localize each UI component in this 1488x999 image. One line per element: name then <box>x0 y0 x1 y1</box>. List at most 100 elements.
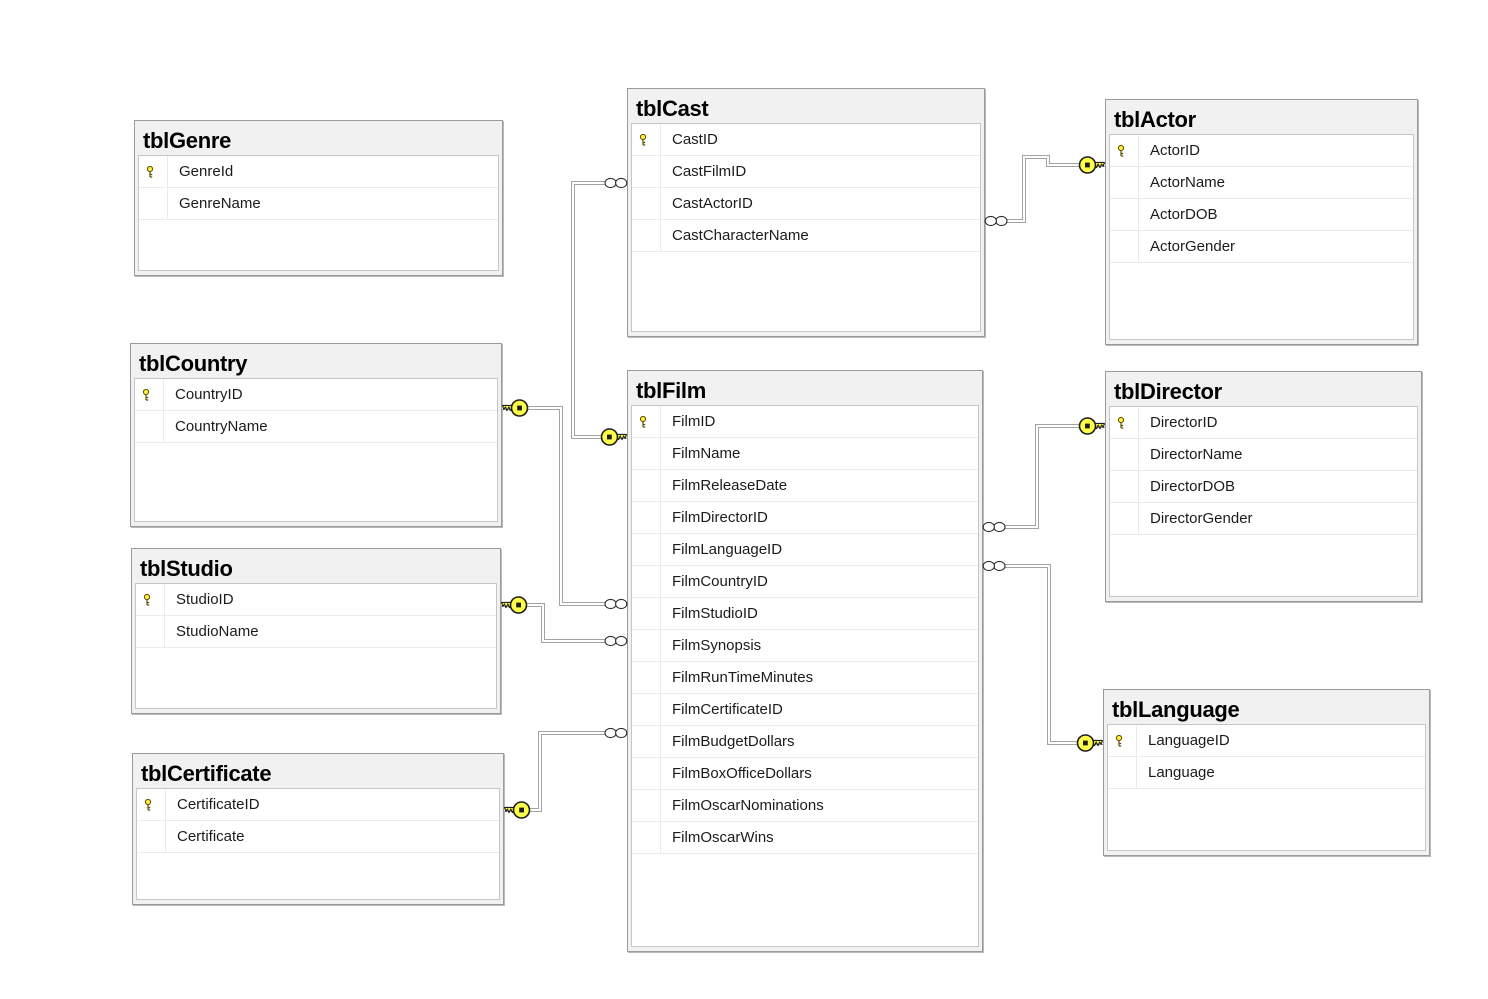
field-row[interactable]: DirectorID <box>1110 407 1417 439</box>
relationship-film-cast[interactable] <box>571 177 628 446</box>
field-row[interactable]: DirectorName <box>1110 439 1417 471</box>
field-name: DirectorID <box>1150 414 1218 431</box>
table-fields: LanguageID Language <box>1107 724 1426 851</box>
field-row[interactable]: CountryID <box>135 379 497 411</box>
relationship-certificate-film[interactable] <box>503 727 628 819</box>
field-row[interactable]: FilmRunTimeMinutes <box>632 662 978 694</box>
field-row[interactable]: StudioID <box>136 584 496 616</box>
table-tblStudio[interactable]: tblStudio StudioID StudioName <box>131 548 501 714</box>
field-name: CastFilmID <box>672 163 747 180</box>
field-name: DirectorDOB <box>1150 478 1236 495</box>
field-row[interactable]: CastID <box>632 124 980 156</box>
table-title[interactable]: tblFilm <box>636 378 707 403</box>
pk-cell <box>1110 199 1139 230</box>
table-tblFilm[interactable]: tblFilm FilmID FilmName FilmReleaseDate … <box>627 370 983 952</box>
key-icon[interactable] <box>503 801 531 819</box>
table-tblCertificate[interactable]: tblCertificate CertificateID Certificate <box>132 753 504 905</box>
primary-key-icon <box>143 593 151 606</box>
many-infinity-icon[interactable] <box>604 727 628 739</box>
key-icon[interactable] <box>600 428 628 446</box>
many-infinity-icon[interactable] <box>982 560 1006 572</box>
table-tblGenre[interactable]: tblGenre GenreId GenreName <box>134 120 503 276</box>
field-name: ActorDOB <box>1150 206 1218 223</box>
pk-cell <box>135 411 164 442</box>
field-row[interactable]: DirectorDOB <box>1110 471 1417 503</box>
table-tblCast[interactable]: tblCast CastID CastFilmID CastActorID Ca… <box>627 88 985 337</box>
many-infinity-icon[interactable] <box>984 215 1008 227</box>
field-row[interactable]: LanguageID <box>1108 725 1425 757</box>
field-row[interactable]: FilmStudioID <box>632 598 978 630</box>
field-row[interactable]: CastActorID <box>632 188 980 220</box>
field-row[interactable]: FilmLanguageID <box>632 534 978 566</box>
field-name: DirectorName <box>1150 446 1243 463</box>
table-title[interactable]: tblLanguage <box>1112 697 1240 722</box>
many-infinity-icon[interactable] <box>982 521 1006 533</box>
pk-cell <box>632 470 661 501</box>
key-icon[interactable] <box>500 596 528 614</box>
field-row[interactable]: StudioName <box>136 616 496 648</box>
field-name: FilmOscarNominations <box>672 797 824 814</box>
field-row[interactable]: FilmOscarNominations <box>632 790 978 822</box>
primary-key-icon <box>1117 416 1125 429</box>
field-row[interactable]: Language <box>1108 757 1425 789</box>
table-title[interactable]: tblStudio <box>140 556 233 581</box>
field-row[interactable]: ActorName <box>1110 167 1413 199</box>
relationship-country-film[interactable] <box>501 399 628 610</box>
table-title[interactable]: tblCertificate <box>141 761 272 786</box>
table-title[interactable]: tblCast <box>636 96 709 121</box>
table-tblCountry[interactable]: tblCountry CountryID CountryName <box>130 343 502 527</box>
pk-cell <box>137 821 166 852</box>
many-infinity-icon[interactable] <box>604 177 628 189</box>
many-infinity-icon[interactable] <box>604 598 628 610</box>
field-row[interactable]: GenreId <box>139 156 498 188</box>
field-row[interactable]: ActorID <box>1110 135 1413 167</box>
relationship-actor-cast[interactable] <box>984 155 1106 227</box>
table-title[interactable]: tblDirector <box>1114 379 1222 404</box>
key-icon[interactable] <box>501 399 529 417</box>
field-row[interactable]: FilmID <box>632 406 978 438</box>
field-row[interactable]: FilmReleaseDate <box>632 470 978 502</box>
field-name: FilmBoxOfficeDollars <box>672 765 812 782</box>
many-infinity-icon[interactable] <box>604 635 628 647</box>
field-row[interactable]: GenreName <box>139 188 498 220</box>
pk-cell <box>632 534 661 565</box>
field-row[interactable]: CastCharacterName <box>632 220 980 252</box>
field-row[interactable]: CertificateID <box>137 789 499 821</box>
key-icon[interactable] <box>1078 156 1106 174</box>
field-row[interactable]: FilmCertificateID <box>632 694 978 726</box>
field-name: CountryName <box>175 418 268 435</box>
field-row[interactable]: ActorGender <box>1110 231 1413 263</box>
table-title[interactable]: tblActor <box>1114 107 1196 132</box>
field-row[interactable]: FilmOscarWins <box>632 822 978 854</box>
field-row[interactable]: FilmName <box>632 438 978 470</box>
table-title[interactable]: tblCountry <box>139 351 248 376</box>
key-icon[interactable] <box>1076 734 1104 752</box>
field-row[interactable]: DirectorGender <box>1110 503 1417 535</box>
key-icon[interactable] <box>1078 417 1106 435</box>
primary-key-icon <box>142 388 150 401</box>
field-row[interactable]: FilmBudgetDollars <box>632 726 978 758</box>
relationship-language-film[interactable] <box>982 560 1104 752</box>
field-row[interactable]: FilmDirectorID <box>632 502 978 534</box>
field-name: CastCharacterName <box>672 227 809 244</box>
field-row[interactable]: FilmCountryID <box>632 566 978 598</box>
field-row[interactable]: FilmBoxOfficeDollars <box>632 758 978 790</box>
field-row[interactable]: CastFilmID <box>632 156 980 188</box>
pk-cell <box>632 124 661 155</box>
table-fields: CountryID CountryName <box>134 378 498 522</box>
table-fields: CertificateID Certificate <box>136 788 500 900</box>
field-row[interactable]: ActorDOB <box>1110 199 1413 231</box>
relationship-director-film[interactable] <box>982 417 1106 533</box>
relationship-studio-film[interactable] <box>500 596 628 647</box>
table-tblDirector[interactable]: tblDirector DirectorID DirectorName Dire… <box>1105 371 1422 602</box>
table-title[interactable]: tblGenre <box>143 128 232 153</box>
field-name: FilmCertificateID <box>672 701 783 718</box>
field-row[interactable]: FilmSynopsis <box>632 630 978 662</box>
table-fields: ActorID ActorName ActorDOB ActorGender <box>1109 134 1414 340</box>
table-tblLanguage[interactable]: tblLanguage LanguageID Language <box>1103 689 1430 856</box>
field-row[interactable]: Certificate <box>137 821 499 853</box>
table-tblActor[interactable]: tblActor ActorID ActorName ActorDOB Acto… <box>1105 99 1418 345</box>
field-row[interactable]: CountryName <box>135 411 497 443</box>
field-name: CastID <box>672 131 718 148</box>
